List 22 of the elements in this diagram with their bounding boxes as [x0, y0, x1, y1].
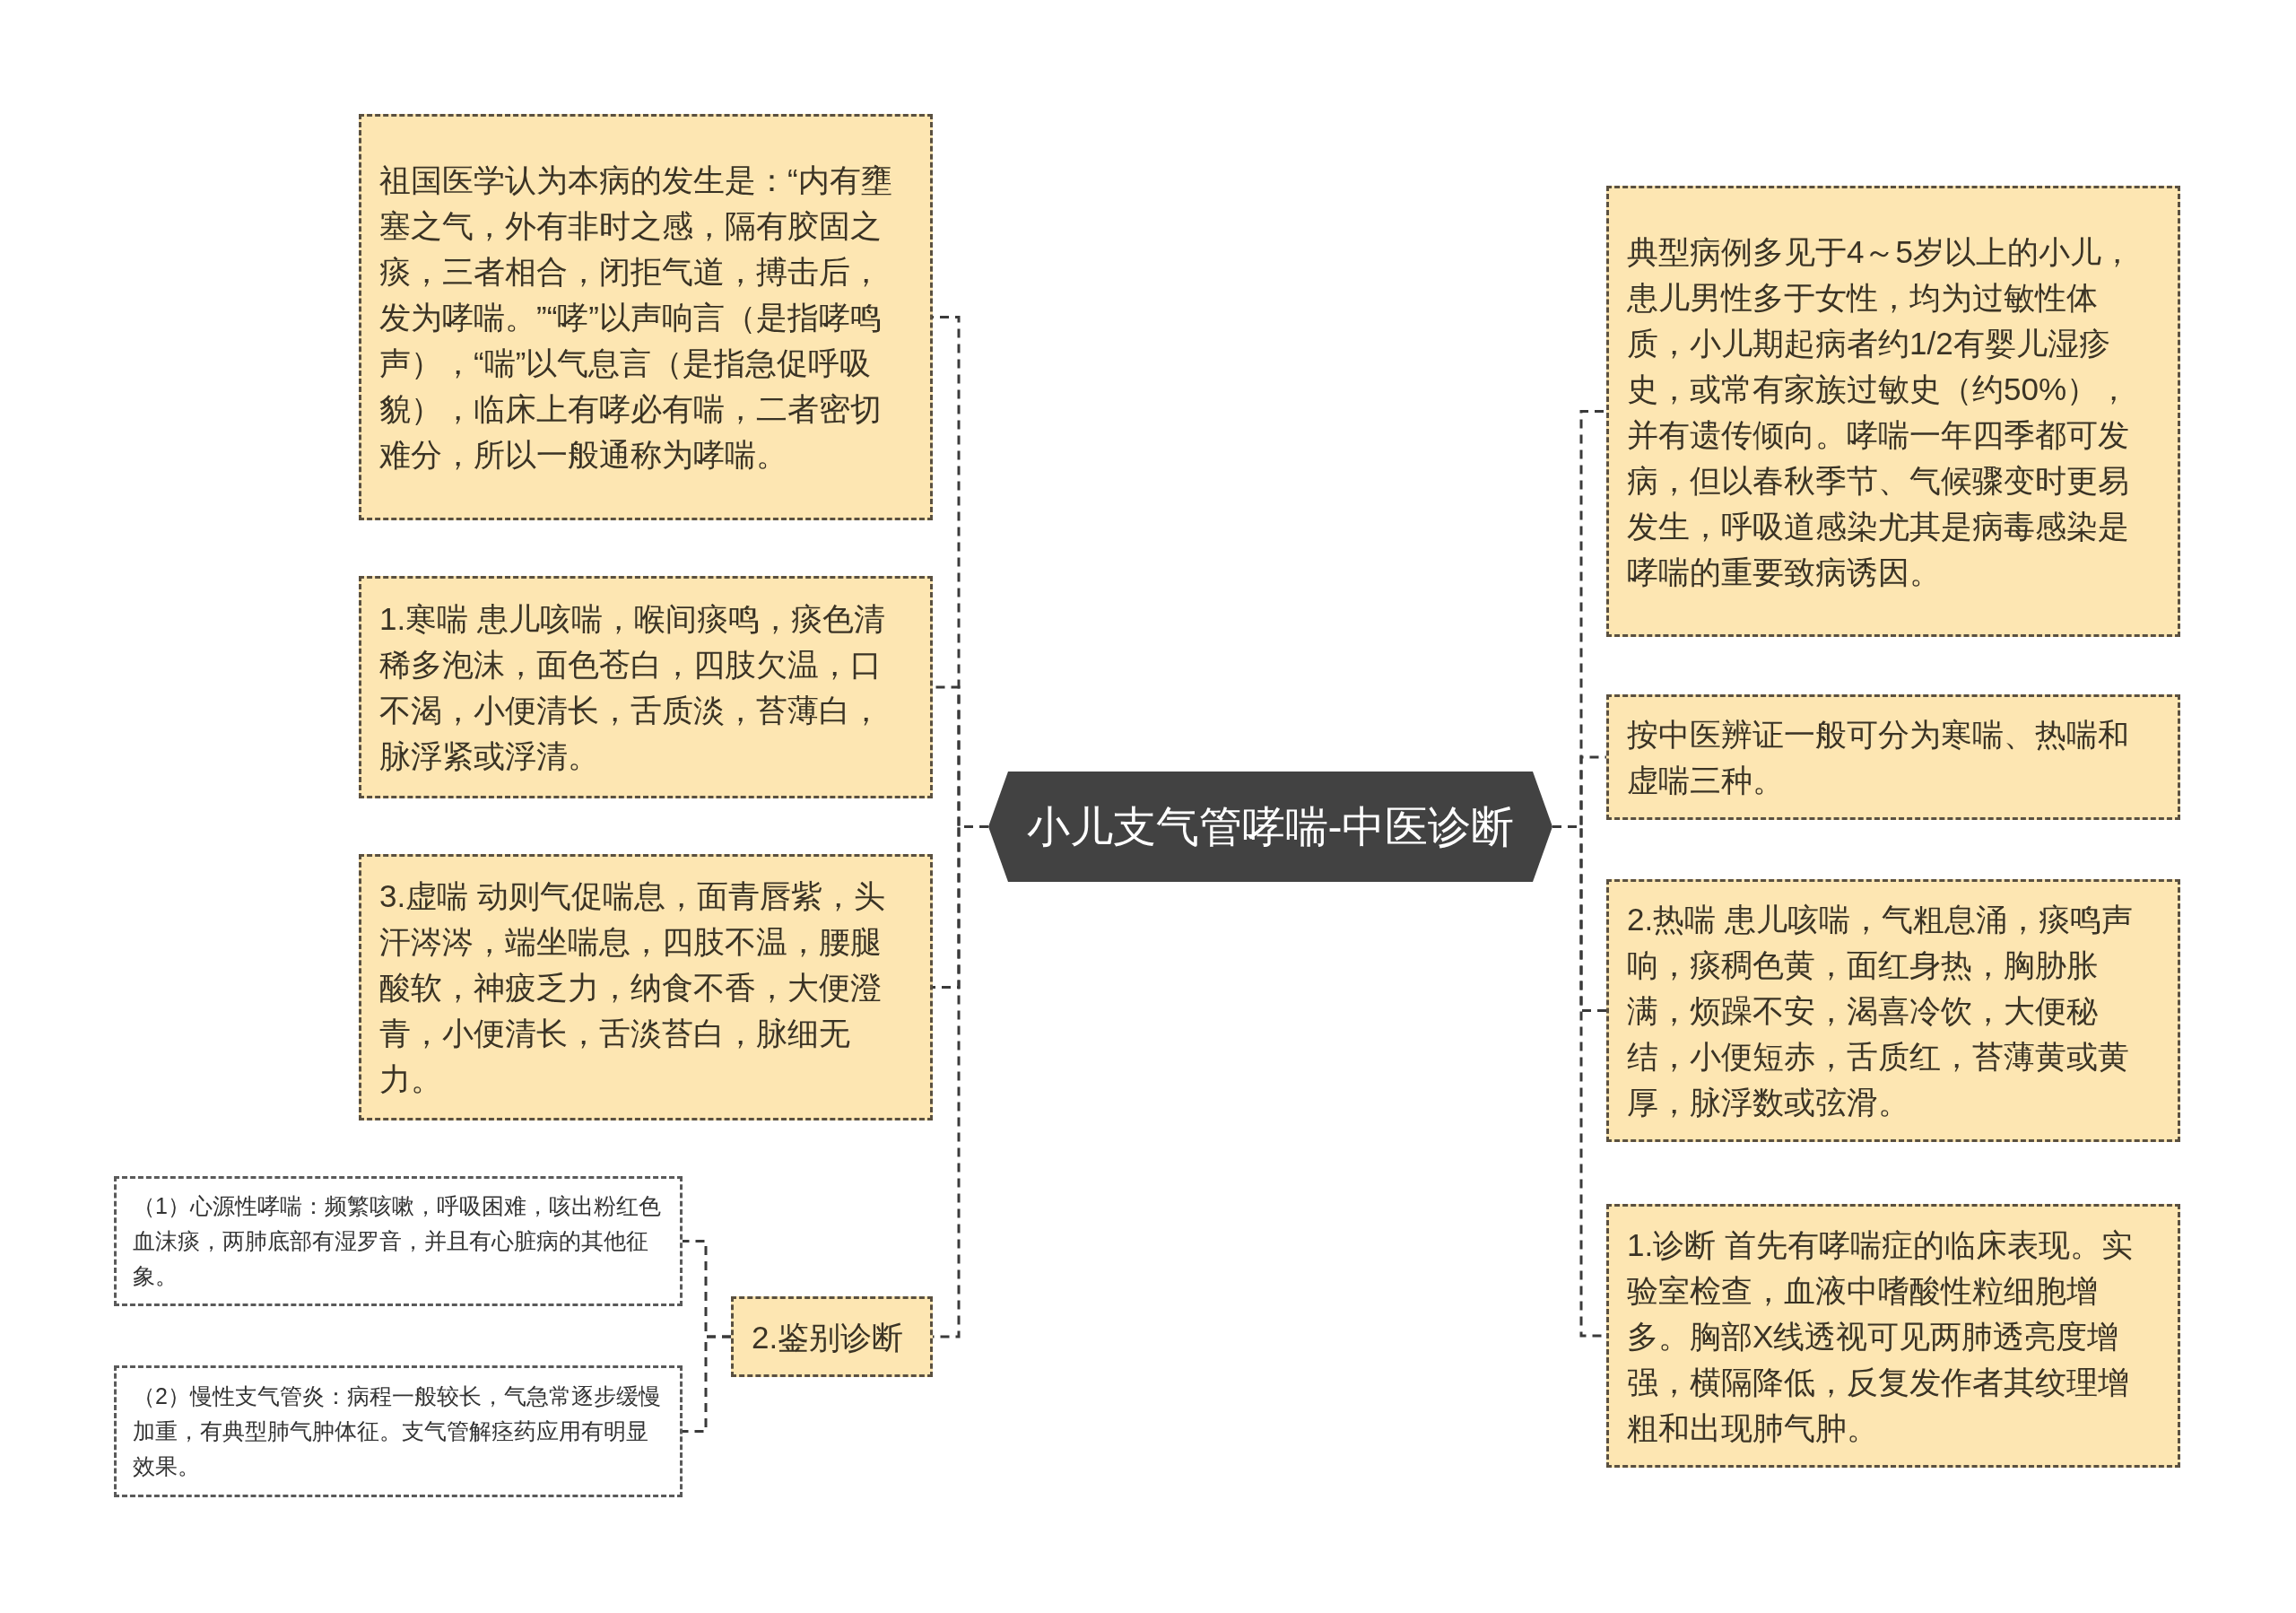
topic-text: 1.寒喘 患儿咳喘，喉间痰鸣，痰色清稀多泡沫，面色苍白，四肢欠温，口不渴，小便清长，舌质淡，苔薄白，脉浮紧或浮清。: [379, 600, 886, 775]
connector-line: [683, 1335, 731, 1433]
topic-text: 3.虚喘 动则气促喘息，面青唇紫，头汗涔涔，端坐喘息，四肢不温，腰腿酸软，神疲乏力，纳食不香，大便澄青，小便清长，舌淡苔白，脉细无力。: [379, 877, 886, 1098]
topic-text: 2.热喘 患儿咳喘，气粗息涌，痰鸣声响，痰稠色黄，面红身热，胸胁胀满，烦躁不安，渴喜冷饮，大便秘结，小便短赤，舌质红，苔薄黄或黄厚，脉浮数或弦滑。: [1627, 901, 2134, 1121]
topic-box: [731, 1296, 933, 1377]
topic-box: [1606, 879, 2180, 1142]
topic-text: 典型病例多见于4～5岁以上的小儿，患儿男性多于女性，均为过敏性体质，小儿期起病者约1/2有婴儿湿疹史，或常有家族过敏史（约50%），并有遗传倾向。哮喘一年四季都可发病，但以春秋季节、气候骤变时更易发生，呼吸道感染尤其是病毒感染是哮喘的重要致病诱因。: [1627, 232, 2134, 591]
topic-box: [359, 576, 933, 798]
topic-text: 按中医辨证一般可分为寒喘、热喘和虚喘三种。: [1627, 716, 2130, 799]
topic-text: （1）心源性哮喘：频繁咳嗽，呼吸困难，咳出粉红色血沫痰，两肺底部有湿罗音，并且有心脏病的其他征象。: [133, 1192, 662, 1290]
topic-box: [1606, 1204, 2180, 1468]
topic-text: 祖国医学认为本病的发生是：“内有壅塞之气，外有非时之感，隔有胶固之痰，三者相合，闭拒气道，搏击后，发为哮喘。”“哮”以声响言（是指哮鸣声），“喘”以气息言（是指急促呼吸貌），临床上有哮必有喘，二者密切难分，所以一般通称为哮喘。: [379, 161, 893, 474]
topic-box: [359, 854, 933, 1120]
note-box: [114, 1365, 683, 1497]
topic-box: [1606, 186, 2180, 637]
topic-text: 1.诊断 首先有哮喘症的临床表现。实验室检查，血液中嗜酸性粒细胞增多。胸部X线透视可见两肺透亮度增强，横隔降低，反复发作者其纹理增粗和出现肺气肿。: [1627, 1225, 2134, 1447]
note-box: [114, 1176, 683, 1306]
topic-text: （2）慢性支气管炎：病程一般较长，气急常逐步缓慢加重，有典型肺气肿体征。支气管解痉药应用有明显效果。: [133, 1382, 662, 1480]
topic-text: 2.鉴别诊断: [752, 1318, 905, 1356]
topic-title: 小儿支气管哮喘-中医诊断: [1026, 801, 1515, 852]
topic-box: [359, 114, 933, 520]
topic-box: [1606, 694, 2180, 820]
